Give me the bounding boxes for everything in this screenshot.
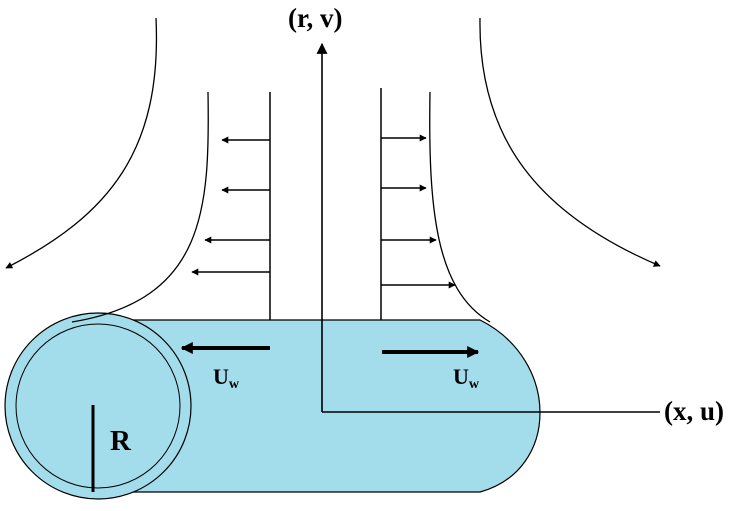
wall-velocity-label-left: Uw: [213, 364, 240, 392]
r-axis-label: (r, v): [288, 3, 343, 33]
streamline-left: [5, 17, 158, 269]
wall-velocity-label-right: Uw: [453, 364, 480, 392]
cylinder-end-outer: [4, 312, 192, 500]
cylinder-body: [99, 319, 541, 493]
x-axis-label: (x, u): [664, 396, 724, 426]
boundary-layer-right: [429, 91, 491, 323]
streamline-right: [479, 17, 661, 267]
cylinder-end-inner: [15, 323, 181, 489]
boundary-layer-left: [71, 91, 209, 323]
radius-label: R: [110, 425, 132, 457]
